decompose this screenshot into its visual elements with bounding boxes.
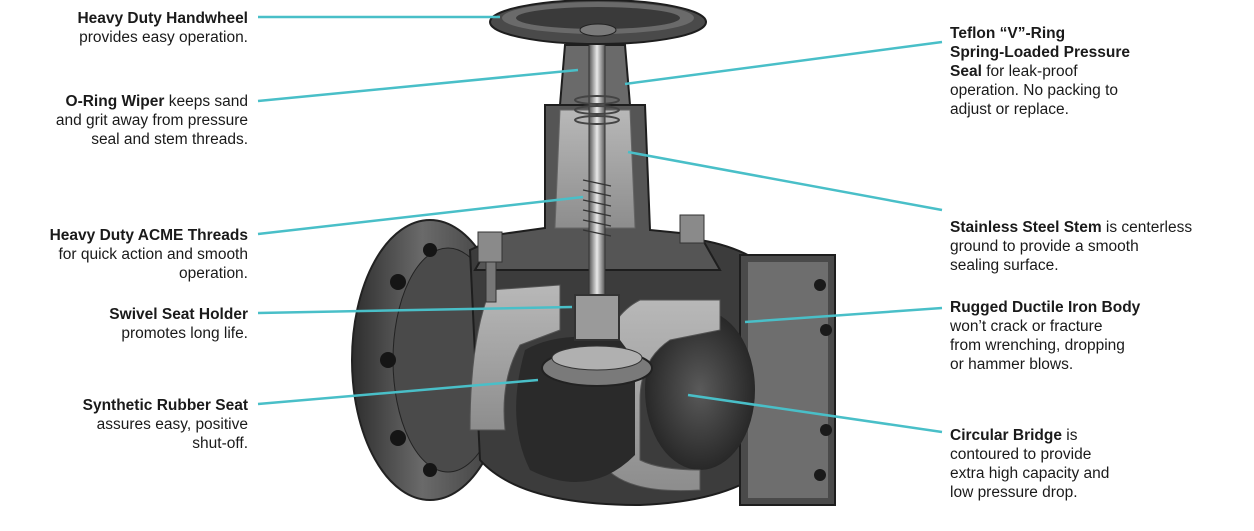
callout-seat-text-2: shut-off.: [192, 435, 248, 452]
callout-body-text-3: or hammer blows.: [950, 356, 1074, 373]
callout-teflon-text-1: for leak-proof: [981, 63, 1078, 80]
callout-teflon-text-3: adjust or replace.: [950, 101, 1069, 118]
callout-oring-text-2: and grit away from pressure: [55, 112, 248, 129]
callout-oring-text-3: seal and stem threads.: [91, 131, 248, 148]
callout-swivel: Swivel Seat Holder promotes long life.: [109, 305, 248, 343]
callout-acme-text-1: for quick action and smooth: [58, 246, 248, 263]
callout-teflon-title-3: Seal: [950, 63, 982, 80]
leader-acme: [257, 195, 584, 236]
callout-oring: O-Ring Wiper keeps sand and grit away fr…: [56, 92, 248, 149]
callout-body-title: Rugged Ductile Iron Body: [950, 299, 1141, 316]
callout-stem-title: Stainless Steel Stem: [950, 219, 1102, 236]
callout-teflon-text-2: operation. No packing to: [950, 82, 1119, 99]
leader-stem: [627, 150, 943, 212]
callout-acme-text-2: operation.: [179, 265, 248, 282]
callout-stem-text-3: sealing surface.: [950, 257, 1059, 274]
callout-handwheel: Heavy Duty Handwheel provides easy opera…: [77, 9, 248, 47]
handwheel: [489, 0, 707, 45]
callout-bridge-text-2: contoured to provide: [950, 446, 1092, 463]
callout-stem: Stainless Steel Stem is centerless groun…: [950, 218, 1192, 275]
callout-seat: Synthetic Rubber Seat assures easy, posi…: [83, 396, 248, 453]
leader-bridge: [687, 393, 943, 434]
callout-bridge-text-4: low pressure drop.: [950, 484, 1078, 501]
callout-bridge-text-3: extra high capacity and: [950, 465, 1110, 482]
callout-stem-text-1: is centerless: [1101, 219, 1193, 236]
stem: [574, 29, 620, 301]
callout-stem-text-2: ground to provide a smooth: [950, 238, 1139, 255]
callout-teflon-title-1: Teflon “V”-Ring: [950, 25, 1066, 42]
callout-body-text-2: from wrenching, dropping: [950, 337, 1125, 354]
leader-lines: [257, 15, 943, 434]
callout-handwheel-title: Heavy Duty Handwheel: [77, 10, 248, 27]
leader-seat: [257, 378, 539, 406]
callout-seat-text-1: assures easy, positive: [96, 416, 248, 433]
callout-teflon-title-2: Spring-Loaded Pressure: [950, 44, 1131, 61]
callout-acme-title: Heavy Duty ACME Threads: [49, 227, 248, 244]
leader-swivel: [257, 305, 573, 315]
callout-swivel-text: promotes long life.: [121, 325, 248, 342]
callout-body: Rugged Ductile Iron Body won’t crack or …: [950, 298, 1140, 374]
callout-swivel-title: Swivel Seat Holder: [109, 306, 248, 323]
callout-handwheel-text: provides easy operation.: [79, 29, 248, 46]
callout-bridge-title: Circular Bridge: [950, 427, 1062, 444]
callout-teflon: Teflon “V”-Ring Spring-Loaded Pressure S…: [950, 24, 1130, 119]
callout-body-text-1: won’t crack or fracture: [950, 318, 1103, 335]
callout-oring-title: O-Ring Wiper: [65, 93, 165, 110]
callout-acme: Heavy Duty ACME Threads for quick action…: [50, 226, 248, 283]
callout-seat-title: Synthetic Rubber Seat: [82, 397, 248, 414]
seat-holder: [541, 294, 653, 387]
callout-bridge-text-1: is: [1061, 427, 1078, 444]
leader-oring: [257, 68, 579, 103]
callout-bridge: Circular Bridge is contoured to provide …: [950, 426, 1109, 502]
leader-teflon: [624, 40, 943, 86]
leader-body: [744, 306, 943, 324]
callout-oring-text-1: keeps sand: [164, 93, 248, 110]
